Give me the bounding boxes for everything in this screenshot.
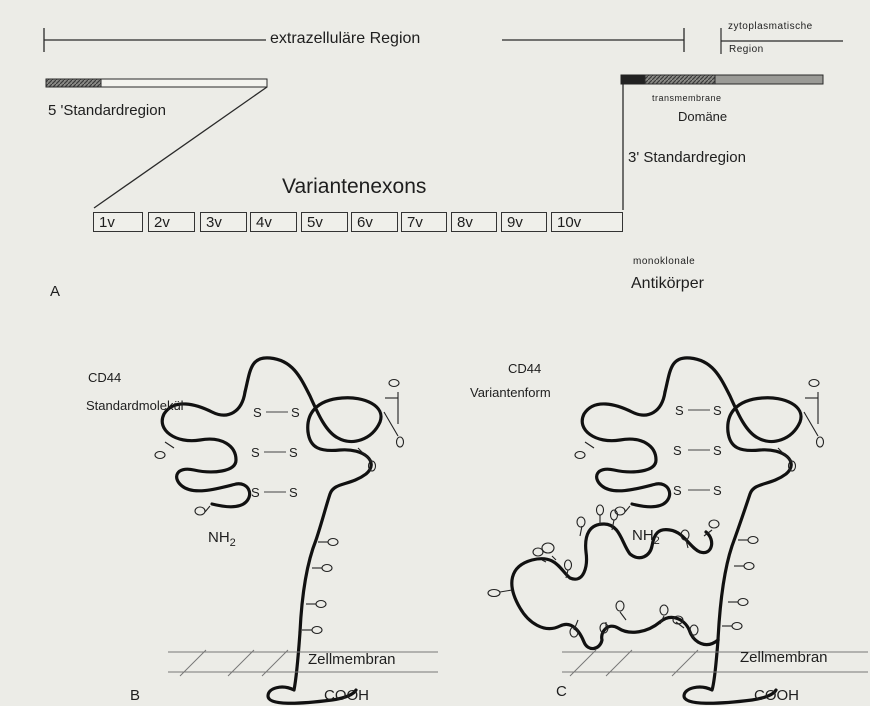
extracellular-region-label: extrazelluläre Region [270, 31, 420, 47]
standard-region-5-label: 5 'Standardregion [48, 103, 166, 118]
disulfide-bonds-c [688, 410, 710, 490]
transmembrane-label-1: transmembrane [652, 94, 722, 103]
exon-1v: 1v [93, 212, 143, 232]
sulfur-c-3b: S [713, 484, 722, 497]
exon-9v: 9v [501, 212, 547, 232]
sulfur-c-3a: S [673, 484, 682, 497]
transmembrane-bar [621, 75, 823, 84]
panel-c-title-2: Variantenform [470, 386, 551, 399]
panel-b-label: B [130, 688, 140, 703]
sulfur-b-2a: S [251, 446, 260, 459]
glycosylation-sites-b [155, 380, 404, 634]
cytoplasmic-region-label-2: Region [729, 45, 764, 55]
exon-connector-right [621, 80, 623, 210]
panel-b-title-1: CD44 [88, 371, 121, 384]
cell-membrane-b [168, 650, 438, 676]
membrane-b-label: Zellmembran [308, 652, 396, 667]
variant-exons-title: Variantenexons [282, 176, 426, 197]
cooh-c: COOH [754, 688, 799, 703]
exon-4v: 4v [250, 212, 297, 232]
exon-7v: 7v [401, 212, 447, 232]
sulfur-b-1b: S [291, 406, 300, 419]
exon-5v: 5v [301, 212, 348, 232]
glycosylation-sites-c [488, 380, 824, 639]
sulfur-c-1a: S [675, 404, 684, 417]
exon-2v: 2v [148, 212, 195, 232]
sulfur-b-2b: S [289, 446, 298, 459]
exon-10v: 10v [551, 212, 623, 232]
antibodies-label-2: Antikörper [631, 276, 704, 292]
standard-region-5-bar [46, 79, 267, 87]
nh2-b: NH2 [208, 530, 236, 549]
sulfur-c-1b: S [713, 404, 722, 417]
exon-3v: 3v [200, 212, 247, 232]
panel-c-title-1: CD44 [508, 362, 541, 375]
sulfur-b-3b: S [289, 486, 298, 499]
cytoplasmic-region-label-1: zytoplasmatische [728, 22, 813, 32]
sulfur-b-3a: S [251, 486, 260, 499]
exon-6v: 6v [351, 212, 398, 232]
panel-c-label: C [556, 684, 567, 699]
sulfur-c-2b: S [713, 444, 722, 457]
nh2-c: NH2 [632, 528, 660, 547]
sulfur-c-2a: S [673, 444, 682, 457]
transmembrane-label-2: Domäne [678, 110, 727, 123]
sulfur-b-1a: S [253, 406, 262, 419]
membrane-c-label: Zellmembran [740, 650, 828, 665]
disulfide-bonds-b [264, 412, 288, 492]
panel-b-title-2: Standardmolekül [86, 399, 184, 412]
standard-region-3-label: 3' Standardregion [628, 150, 746, 165]
cooh-b: COOH [324, 688, 369, 703]
antibodies-label-1: monoklonale [633, 257, 695, 267]
exon-8v: 8v [451, 212, 497, 232]
panel-a-label: A [50, 284, 60, 299]
